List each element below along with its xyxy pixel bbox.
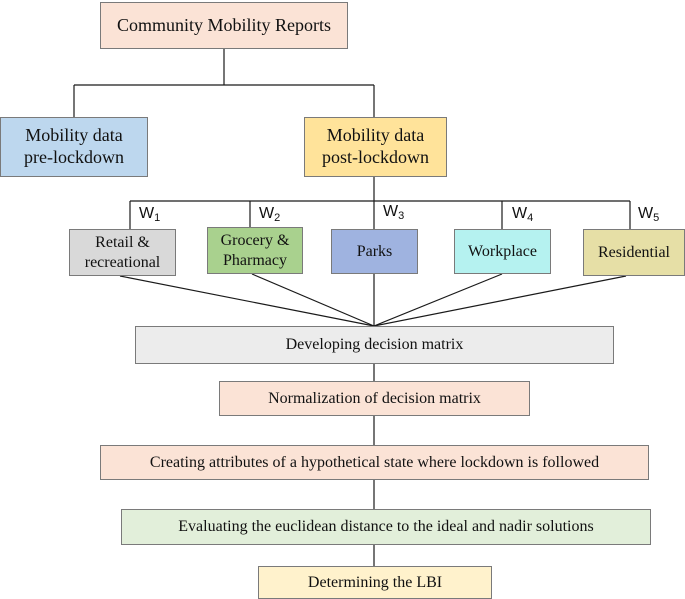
node-label: Residential (598, 243, 670, 261)
node-mobility-post-lockdown: Mobility data post-lockdown (304, 117, 447, 177)
node-creating-attributes: Creating attributes of a hypothetical st… (100, 445, 649, 480)
node-normalization: Normalization of decision matrix (219, 381, 530, 416)
node-residential: Residential (583, 229, 685, 276)
node-label: Determining the LBI (307, 573, 443, 591)
node-label-line1: Mobility data (326, 125, 425, 146)
node-label: Developing decision matrix (285, 336, 464, 354)
node-label: Community Mobility Reports (116, 14, 331, 35)
node-mobility-pre-lockdown: Mobility data pre-lockdown (0, 117, 148, 177)
weight-label-2: W2 (259, 205, 281, 224)
node-parks: Parks (331, 229, 418, 274)
node-label: Workplace (468, 242, 537, 260)
node-label-line2: recreational (84, 253, 161, 271)
node-label-line1: Retail & (95, 234, 150, 252)
node-label-line1: Mobility data (25, 125, 123, 146)
converge-workplace (373, 273, 503, 327)
weight-label-1: W1 (139, 205, 161, 224)
weight-label-5: W5 (638, 205, 660, 224)
node-label: Parks (356, 242, 393, 260)
node-workplace: Workplace (454, 229, 551, 274)
weight-label-4: W4 (512, 205, 534, 224)
node-grocery-pharmacy: Grocery & Pharmacy (207, 227, 303, 274)
node-label-line2: Pharmacy (223, 251, 287, 269)
node-label: Creating attributes of a hypothetical st… (149, 453, 600, 471)
converge-retail (119, 275, 375, 327)
weight-label-3: W3 (383, 203, 405, 222)
node-label-line1: Grocery & (220, 232, 290, 250)
node-label: Evaluating the euclidean distance to the… (178, 518, 594, 536)
node-label-line2: pre-lockdown (24, 147, 124, 167)
node-retail-recreational: Retail & recreational (69, 229, 176, 276)
node-evaluating-distance: Evaluating the euclidean distance to the… (121, 509, 651, 545)
converge-grocery (251, 273, 375, 327)
node-label-line2: post-lockdown (322, 147, 429, 167)
node-label: Normalization of decision matrix (268, 389, 481, 407)
converge-residential (373, 275, 627, 327)
node-determining-lbi: Determining the LBI (258, 566, 492, 599)
node-community-mobility-reports: Community Mobility Reports (100, 2, 348, 49)
node-developing-decision-matrix: Developing decision matrix (135, 326, 614, 364)
